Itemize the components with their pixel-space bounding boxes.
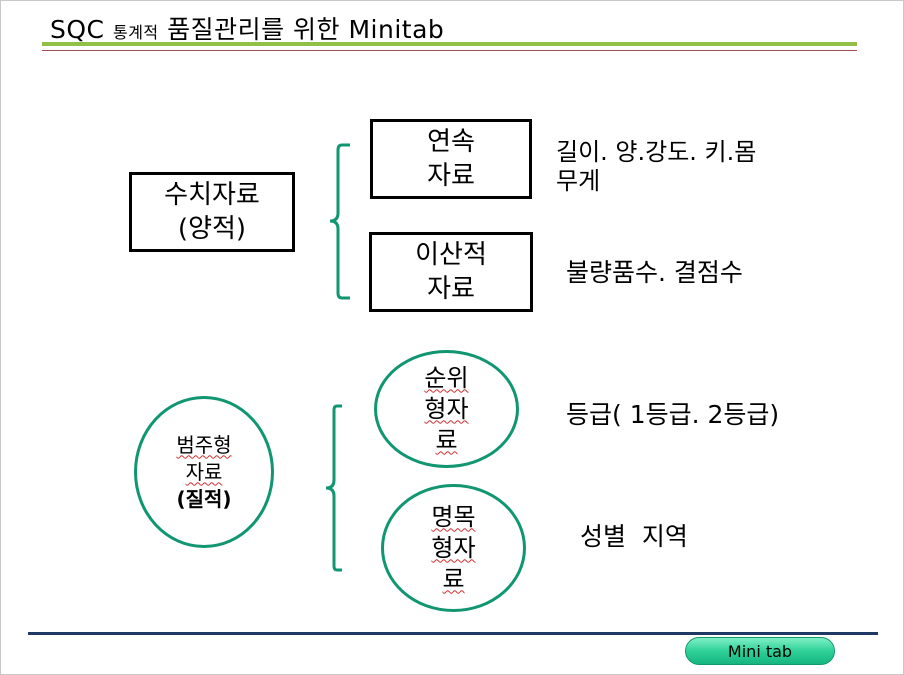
ordinal-line2: 형자 xyxy=(424,394,469,423)
categorical-line3: (질적) xyxy=(176,486,232,511)
minitab-button[interactable]: Mini tab xyxy=(685,637,835,665)
title-prefix: SQC xyxy=(50,15,105,44)
nominal-line3: 료 xyxy=(442,564,465,593)
discrete-data-box: 이산적 자료 xyxy=(369,232,533,312)
continuous-note-line1: 길이. 양.강도. 키.몸 xyxy=(556,138,757,166)
continuous-note-line2: 무게 xyxy=(556,167,601,195)
nominal-line1: 명목 xyxy=(431,502,476,531)
categorical-data-ellipse: 범주형 자료 (질적) xyxy=(134,396,274,548)
continuous-box-line1: 연속 xyxy=(427,127,475,157)
ordinal-line1: 순위 xyxy=(424,363,469,392)
ordinal-line3: 료 xyxy=(435,425,458,454)
continuous-data-box: 연속 자료 xyxy=(370,119,532,199)
discrete-note: 불량품수. 결점수 xyxy=(566,258,743,287)
categorical-line2: 자료 xyxy=(185,459,223,484)
discrete-box-line2: 자료 xyxy=(427,274,475,304)
title-rule-thin xyxy=(42,50,857,51)
categorical-line1: 범주형 xyxy=(176,432,232,457)
numeric-box-line2: (양적) xyxy=(177,214,247,244)
categorical-bracket xyxy=(325,404,342,572)
numeric-box-line1: 수치자료 xyxy=(164,180,260,210)
numeric-data-box: 수치자료 (양적) xyxy=(129,172,295,252)
continuous-box-line2: 자료 xyxy=(427,161,475,191)
slide-title: SQC 통계적 품질관리를 위한 Minitab xyxy=(50,10,444,46)
ordinal-note: 등급( 1등급. 2등급) xyxy=(566,400,780,429)
nominal-data-ellipse: 명목 형자 료 xyxy=(381,484,526,612)
ordinal-data-ellipse: 순위 형자 료 xyxy=(374,350,519,468)
footer-rule xyxy=(28,632,878,635)
nominal-note: 성별 지역 xyxy=(580,522,688,551)
continuous-note: 길이. 양.강도. 키.몸 무게 xyxy=(556,138,756,196)
nominal-line2: 형자 xyxy=(431,533,476,562)
numeric-bracket xyxy=(329,143,350,300)
title-main: 품질관리를 위한 Minitab xyxy=(167,15,445,44)
title-rule-green xyxy=(42,42,857,46)
discrete-box-line1: 이산적 xyxy=(415,240,487,270)
title-small: 통계적 xyxy=(112,23,159,42)
